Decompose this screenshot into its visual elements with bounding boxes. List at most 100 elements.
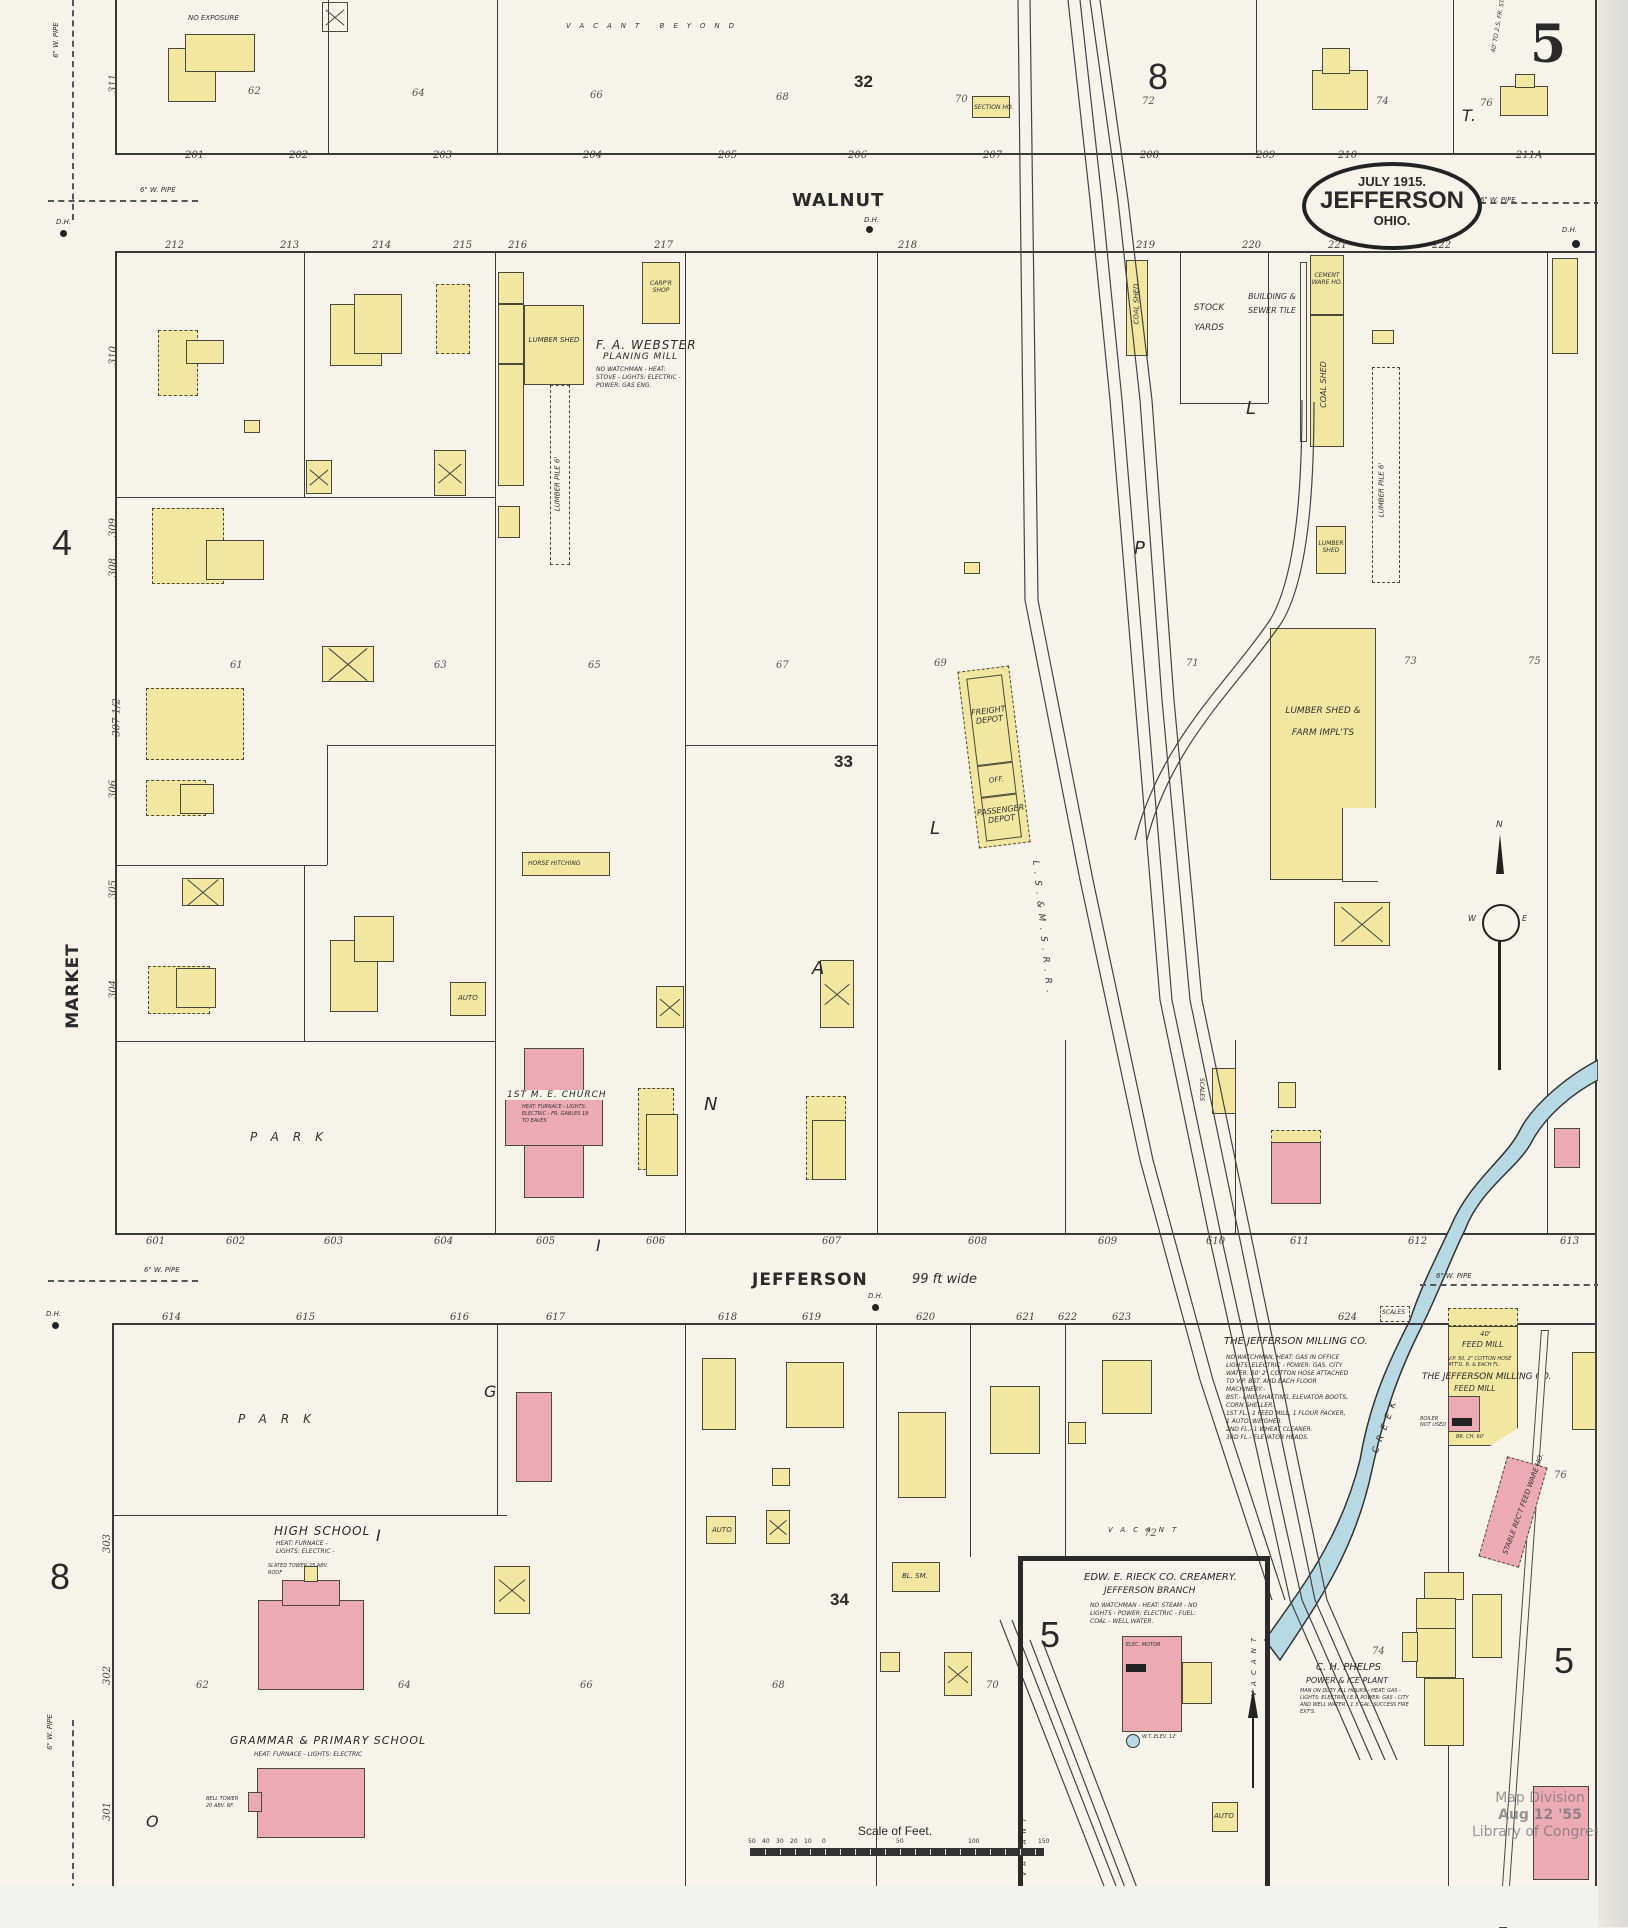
chimney-label: BR. CH. 60'	[1456, 1434, 1485, 1440]
house-number: 203	[433, 150, 453, 161]
house-number: 302	[102, 1665, 114, 1686]
jefferson-south-line	[112, 1323, 1596, 1325]
house-number: 209	[1256, 150, 1276, 161]
phelps-office	[1402, 1632, 1418, 1662]
adjacent-sheet-bottom-left: 5	[1040, 1614, 1061, 1655]
lot-line	[115, 865, 327, 866]
house-number: 601	[146, 1236, 166, 1247]
water-tank-label: W.T. ELEV. 12'	[1142, 1734, 1177, 1740]
lumber-shed-small	[1316, 526, 1346, 574]
scale-tick: 30	[776, 1838, 784, 1845]
phelps-type: POWER & ICE PLANT	[1306, 1676, 1389, 1685]
lot-number: 66	[590, 90, 603, 101]
feed-mill-building	[1448, 1326, 1518, 1446]
no-exposure-label: NO EXPOSURE	[188, 14, 239, 22]
lumber-pile	[550, 385, 570, 565]
dwelling-building	[1312, 70, 1368, 110]
lot-line	[495, 253, 496, 1233]
lot-number: 76	[1480, 98, 1493, 109]
street-width-label: 99 ft wide	[912, 1272, 977, 1287]
dwelling-building	[990, 1386, 1040, 1454]
horse-hitching-shed	[522, 852, 610, 876]
house-number: 301	[102, 1801, 114, 1822]
dwelling-building	[898, 1412, 946, 1498]
coal-shed	[1310, 315, 1344, 447]
grove-letter-g: G	[484, 1382, 498, 1401]
compass-north: N	[1496, 820, 1503, 830]
hydrant-label: D.H.	[864, 216, 880, 224]
dwelling-building	[786, 1362, 844, 1428]
webster-name: F. A. WEBSTER	[596, 338, 697, 352]
block-number-32: 32	[854, 72, 873, 91]
webster-planing-mill	[498, 364, 524, 486]
auto-garage	[450, 982, 486, 1016]
lot-line	[685, 745, 877, 746]
house-number: 205	[718, 150, 738, 161]
shed-notch	[1342, 808, 1378, 882]
bell-tower-label: BELL TOWER 20 ABV. RF.	[206, 1796, 239, 1809]
house-number: 608	[968, 1236, 988, 1247]
house-number: 612	[1408, 1236, 1428, 1247]
jefferson-north-line	[115, 1233, 1595, 1235]
lot-number: 62	[248, 86, 261, 97]
phelps-ice-storage	[1424, 1572, 1464, 1600]
lot-number: 68	[772, 1680, 785, 1691]
lot-number: 64	[398, 1680, 411, 1691]
house-number: 217	[654, 240, 674, 251]
dwelling-building	[354, 916, 394, 962]
park-label: PARK	[238, 1412, 326, 1426]
high-school-name: HIGH SCHOOL	[274, 1524, 371, 1538]
high-school-tower: SLATED TOWER 25 ABV. ROOF	[268, 1563, 329, 1576]
lot-number: 63	[434, 660, 447, 671]
street-label-jefferson: JEFFERSON	[752, 1270, 868, 1290]
dwelling-building	[1322, 48, 1350, 74]
north-arrow-icon	[1496, 834, 1504, 874]
small-outbuilding	[772, 1468, 790, 1486]
webster-lumber-shed	[498, 304, 524, 364]
compass-rose: N W E	[1468, 820, 1530, 1080]
vacant-label: VACANT	[1108, 1526, 1185, 1534]
auto-garage	[1212, 1802, 1238, 1832]
lot-line	[327, 745, 495, 746]
garage-building	[322, 646, 374, 682]
water-pipe-label: 6" W. PIPE	[1436, 1272, 1472, 1280]
house-number: 611	[1290, 1236, 1310, 1247]
milling-note-line: TO V.P. BST. AND EACH FLOOR	[1226, 1378, 1317, 1385]
house-number: 210	[1338, 150, 1358, 161]
hydrant-icon	[52, 1322, 59, 1329]
dwelling-building	[1102, 1360, 1152, 1414]
lot-line	[970, 1325, 971, 1557]
plank-letter-l: L	[1246, 398, 1258, 419]
boiler-label: BOILER NOT USED	[1420, 1416, 1447, 1428]
milling-company-name: THE JEFFERSON MILLING CO.	[1224, 1336, 1368, 1347]
boiler-icon	[1452, 1418, 1472, 1426]
bottom-margin	[0, 1886, 1628, 1927]
phelps-machine-shop	[1424, 1678, 1464, 1746]
auto-label: AUTO	[1214, 1812, 1234, 1820]
house-number: 615	[296, 1312, 316, 1323]
lot-line	[115, 1041, 495, 1042]
garage-building	[306, 460, 332, 494]
lot-line	[685, 253, 686, 1233]
house-number: 614	[162, 1312, 182, 1323]
phelps-engine-room	[1416, 1628, 1456, 1678]
water-pipe-walnut-right	[1480, 202, 1600, 204]
blacksmith-shop	[892, 1562, 940, 1592]
house-number: 605	[536, 1236, 556, 1247]
dwelling-building	[1572, 1352, 1596, 1430]
lot-line	[1268, 253, 1269, 403]
creamery-notes: NO WATCHMAN - HEAT: STEAM - NO LIGHTS - …	[1090, 1602, 1198, 1625]
hydrant-label: D.H.	[1562, 226, 1578, 234]
lot-line	[685, 1325, 686, 1927]
sheet-edge	[1598, 0, 1628, 1927]
dwelling-building	[146, 688, 244, 760]
vacant-beyond-label: VACANT BEYOND	[566, 22, 744, 30]
house-number: 213	[280, 240, 300, 251]
house-number: 216	[508, 240, 528, 251]
house-number: 207	[983, 150, 1003, 161]
building-sewer-tile-label: BUILDING & SEWER TILE	[1248, 292, 1296, 315]
milling-note-line: BST.- LINE SHAFTING, ELEVATOR BOOTS,	[1226, 1394, 1349, 1401]
lot-number: 71	[1186, 658, 1199, 669]
plank-letter-p: P	[1134, 538, 1146, 559]
